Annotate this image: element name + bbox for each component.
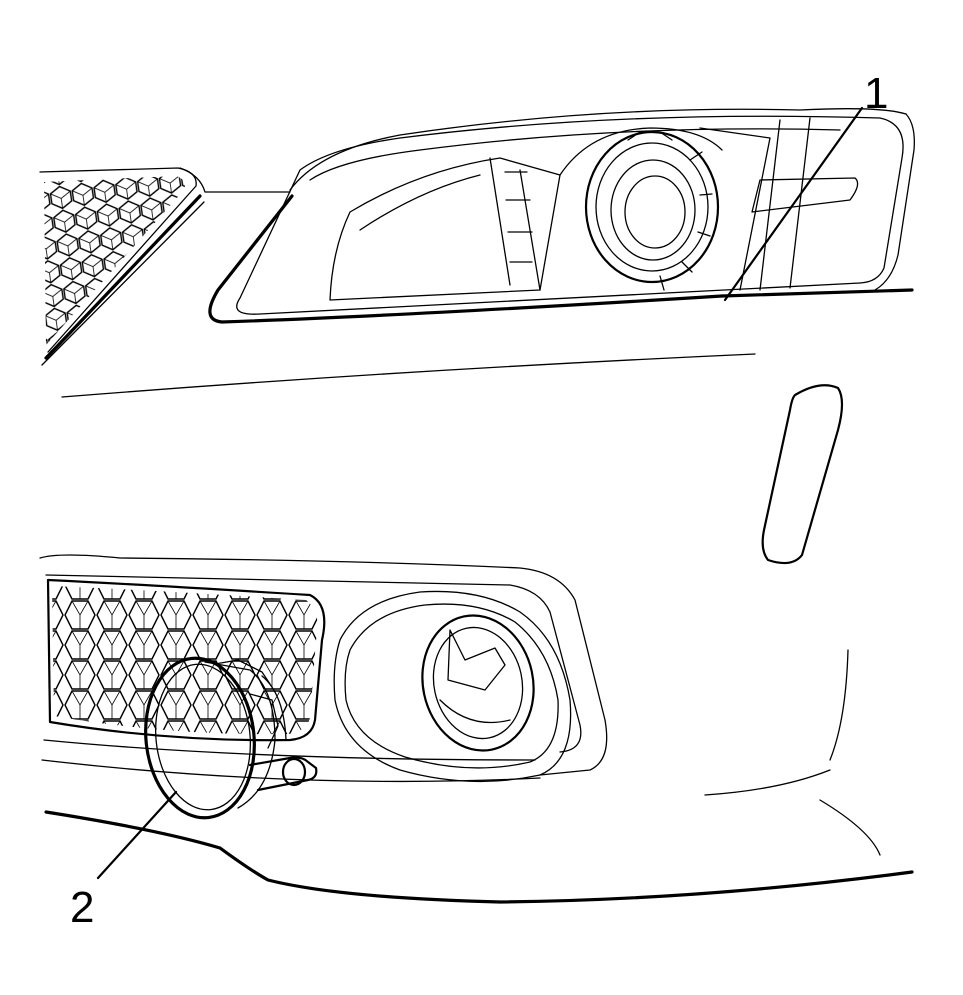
callout-1-leader [723,106,864,302]
bumper-bottom-edge [44,810,914,904]
callout-2-label: 2 [70,883,94,932]
hood-body-lines [61,108,915,398]
fog-lamp-opening [421,614,535,752]
callout-2: 2 [70,790,178,932]
callout-2-leader [96,790,178,880]
headlamp-assembly [208,115,904,324]
fog-lamp [144,656,318,820]
callout-1-label: 1 [864,69,888,118]
callout-1: 1 [723,69,888,302]
upper-grille [39,167,205,366]
lower-fascia [39,554,881,856]
fog-lamp-bezel [333,590,572,783]
side-marker-lamp [761,384,844,565]
